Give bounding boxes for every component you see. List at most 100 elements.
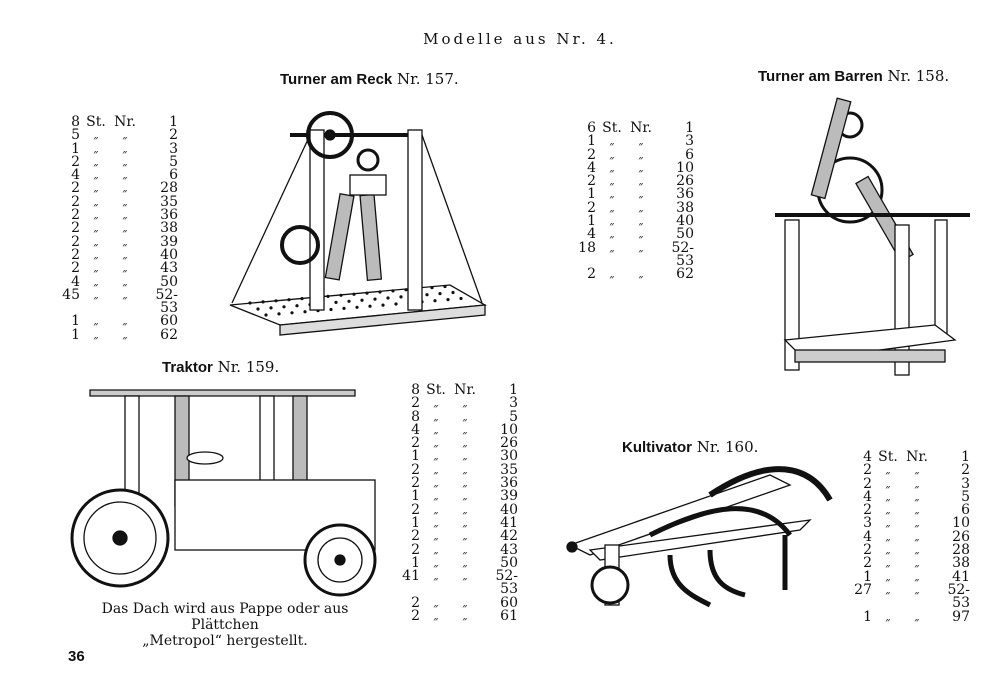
part-number: 62: [676, 266, 694, 283]
st-label: „: [609, 162, 615, 174]
nr-label: „: [462, 611, 468, 623]
part-quantity: 2: [71, 193, 80, 210]
nr-label: „: [914, 571, 920, 583]
plate-hole: [261, 300, 265, 304]
nr-label: Nr.: [906, 449, 928, 465]
parts-row: 1„„39: [398, 489, 518, 503]
nr-label: „: [462, 451, 468, 463]
plate-hole: [394, 302, 398, 306]
nr-label: „: [122, 329, 128, 341]
nr-label: „: [122, 263, 128, 275]
nr-label: „: [638, 136, 644, 148]
plate-hole: [282, 305, 286, 309]
parts-row: 2„„26: [398, 436, 518, 450]
model-name: Kultivator: [622, 439, 693, 456]
st-label: „: [433, 517, 439, 529]
nr-label: „: [914, 491, 920, 503]
parts-row: 2„„39: [58, 235, 178, 249]
st-label: St.: [602, 120, 622, 136]
part-quantity: 2: [411, 395, 420, 412]
parts-row: 2„„38: [850, 556, 970, 570]
plate-hole: [425, 293, 429, 297]
plate-hole: [256, 307, 260, 311]
part-number: 26: [676, 173, 694, 190]
parts-row: 2„„62: [574, 266, 694, 283]
part-quantity: 2: [71, 207, 80, 224]
part-number: 10: [952, 515, 970, 532]
parts-row: 2„„36: [398, 476, 518, 490]
plate-hole: [381, 303, 385, 307]
part-number: 3: [961, 475, 970, 492]
plate-hole: [326, 294, 330, 298]
nr-label: „: [122, 130, 128, 142]
nr-label: „: [638, 269, 644, 281]
parts-row: 2„„35: [398, 463, 518, 477]
part-quantity: 4: [71, 273, 80, 290]
st-label: „: [885, 465, 891, 477]
st-label: „: [609, 176, 615, 188]
st-label: „: [93, 170, 99, 182]
plate-hole: [386, 296, 390, 300]
st-label: „: [93, 329, 99, 341]
part-number: 38: [160, 220, 178, 237]
part-quantity: 2: [863, 502, 872, 519]
parts-row: 2„„2: [850, 463, 970, 477]
nr-label: „: [638, 242, 644, 254]
parts-row: 2„„60: [398, 596, 518, 610]
part-number: 61: [500, 608, 518, 625]
st-label: „: [609, 202, 615, 214]
part-number: 50: [676, 226, 694, 243]
parts-row: 2„„43: [58, 261, 178, 275]
parts-row: 5„„2: [58, 128, 178, 142]
st-label: „: [885, 611, 891, 623]
part-number: 1: [961, 449, 970, 465]
part-quantity: 2: [587, 266, 596, 283]
parts-row: 18„„52-53: [574, 241, 694, 269]
nr-label: „: [462, 531, 468, 543]
plate-hole: [373, 297, 377, 301]
part-number: 5: [169, 153, 178, 170]
nr-label: „: [122, 236, 128, 248]
part-quantity: 4: [863, 488, 872, 505]
nr-label: „: [462, 464, 468, 476]
st-label: „: [433, 557, 439, 569]
st-label: „: [885, 478, 891, 490]
parts-row: 4„„10: [574, 161, 694, 175]
part-number: 50: [500, 554, 518, 571]
nr-label: „: [914, 611, 920, 623]
plate-hole: [399, 295, 403, 299]
part-quantity: 2: [411, 541, 420, 558]
st-label: „: [885, 518, 891, 530]
parts-row: 1„„50: [398, 554, 518, 571]
nr-label: Nr.: [454, 382, 476, 398]
nr-label: „: [914, 545, 920, 557]
part-number: 6: [169, 167, 178, 184]
part-number: 41: [500, 514, 518, 531]
nr-label: „: [462, 424, 468, 436]
part-quantity: 8: [411, 382, 420, 398]
st-label: „: [433, 411, 439, 423]
parts-row: 2„„61: [398, 608, 518, 625]
st-label: „: [433, 611, 439, 623]
st-label: „: [93, 196, 99, 208]
parts-row: 1„„60: [58, 314, 178, 328]
traktor-illustration: [70, 389, 377, 597]
nr-label: „: [122, 249, 128, 261]
plate-hole: [433, 299, 437, 303]
parts-row: 1„„97: [850, 609, 970, 624]
parts-row: 1„„41: [398, 514, 518, 531]
st-label: „: [433, 504, 439, 516]
parts-row: 45„„52-53: [58, 286, 178, 316]
nr-label: „: [122, 316, 128, 328]
part-quantity: 2: [411, 528, 420, 545]
part-number: 1: [169, 114, 178, 130]
part-quantity: 45: [62, 286, 80, 303]
part-quantity: 2: [863, 475, 872, 492]
part-quantity: 1: [71, 140, 80, 157]
caption-line: Das Dach wird aus Pappe oder aus Plättch…: [101, 601, 349, 633]
st-label: „: [609, 216, 615, 228]
nr-label: „: [914, 558, 920, 570]
